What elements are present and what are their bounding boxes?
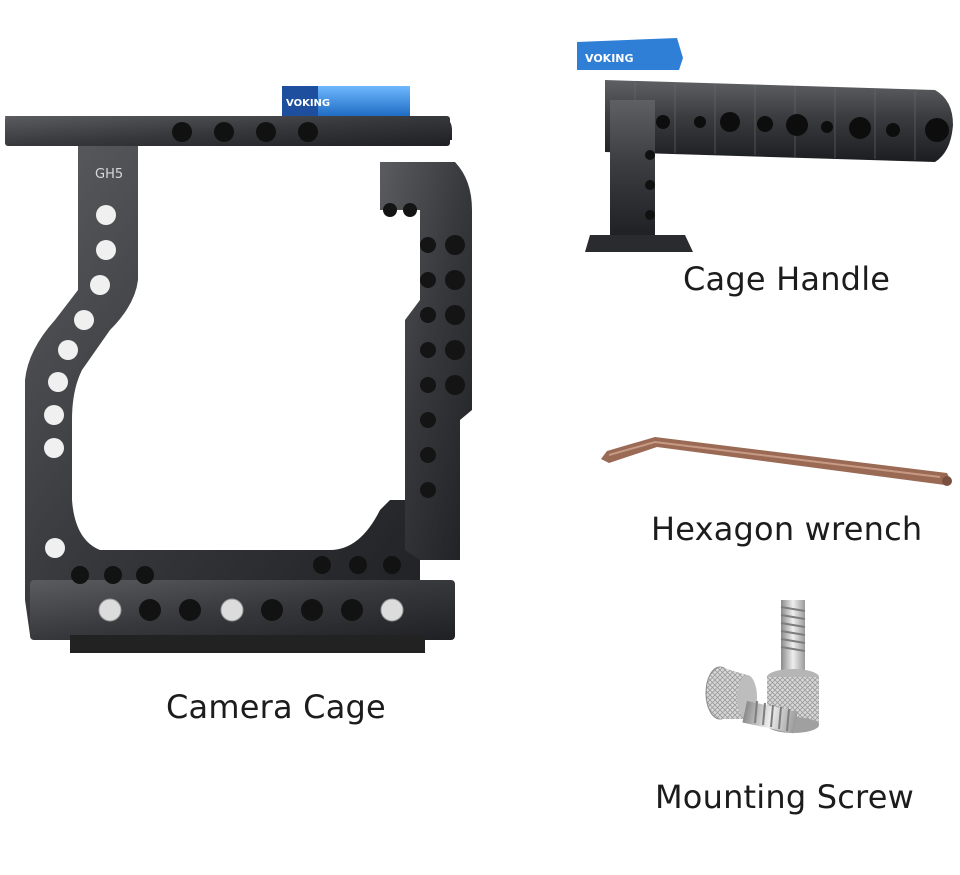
mounting-screw-image: [685, 595, 835, 745]
handle-brand-tag: VOKING: [585, 52, 634, 65]
mounting-screw-illustration: [705, 600, 819, 734]
cage-base-rail: [70, 635, 425, 653]
handle-post: [610, 100, 655, 245]
cage-left-plate: [25, 146, 420, 635]
cold-shoe-block: [282, 86, 320, 116]
mounting-screw-label: Mounting Screw: [655, 778, 914, 816]
cage-handle-image: VOKING: [575, 30, 960, 275]
camera-cage-image: VOKING GH5: [0, 80, 480, 680]
cage-brand-tag: VOKING: [286, 98, 330, 109]
cage-handle-illustration: VOKING: [577, 38, 953, 252]
hex-wrench-image: [595, 425, 955, 495]
hex-wrench-label: Hexagon wrench: [651, 510, 923, 548]
hex-wrench-illustration: [601, 437, 952, 486]
cage-right-plate: [380, 162, 472, 560]
cage-engraving: GH5: [95, 167, 123, 182]
camera-cage-illustration: VOKING GH5: [5, 86, 472, 653]
wrench-body: [601, 437, 949, 485]
handle-base: [585, 235, 693, 252]
camera-cage-label: Camera Cage: [166, 688, 386, 726]
handle-cold-shoe: [577, 38, 683, 70]
cage-handle-label: Cage Handle: [683, 260, 891, 298]
screw-lying: [705, 666, 798, 734]
wrench-ball-end: [942, 476, 952, 486]
handle-knurled-bar: [605, 80, 953, 162]
